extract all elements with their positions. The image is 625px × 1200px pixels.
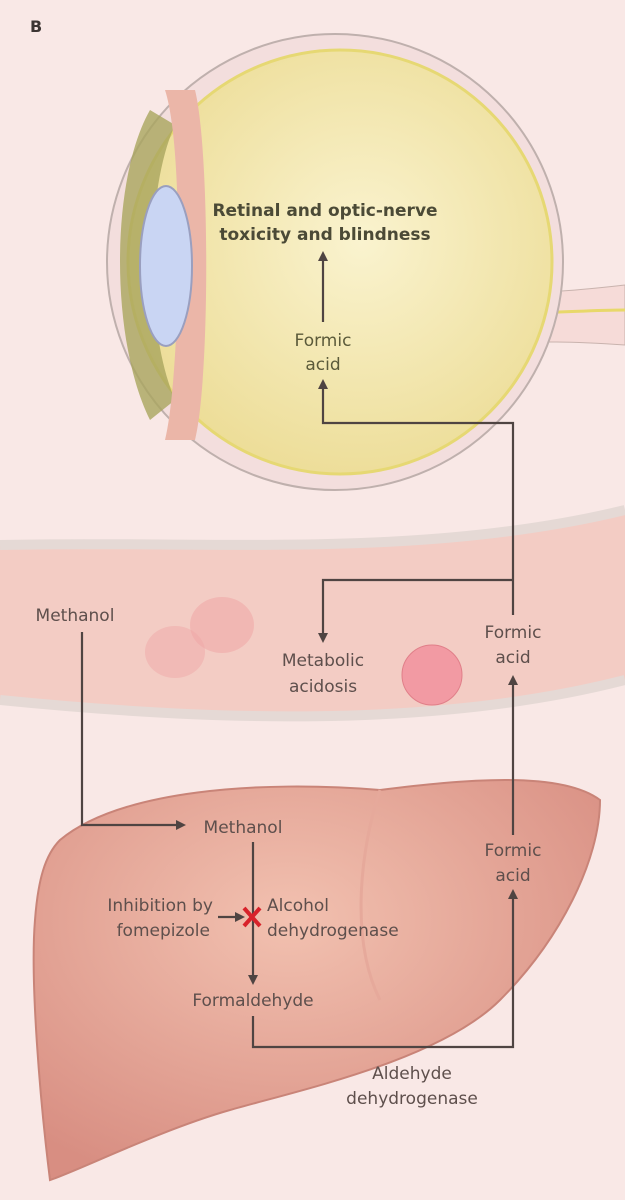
liver-illustration xyxy=(32,779,602,1182)
blood-formic-acid-line1: Formic xyxy=(485,623,542,643)
eye-illustration xyxy=(106,33,625,491)
aldehyde-dehydrogenase-line1: Aldehyde xyxy=(372,1064,452,1084)
inhibition-label-line2: fomepizole xyxy=(117,921,210,941)
eye-formic-acid-line2: acid xyxy=(305,355,340,375)
arrow-formaldehyde-to-formic xyxy=(251,889,518,1049)
arrow-formic-to-acidosis xyxy=(318,578,513,643)
blood-vessel-illustration xyxy=(0,505,625,722)
liver-methanol-label: Methanol xyxy=(204,818,283,838)
inhibition-label-line1: Inhibition by xyxy=(107,896,213,916)
arrow-blood-formic-to-eye xyxy=(318,379,515,615)
aldehyde-dehydrogenase-line2: dehydrogenase xyxy=(346,1089,478,1109)
effect-label-line2: toxicity and blindness xyxy=(219,225,430,245)
arrow-methanol-to-liver xyxy=(80,632,186,830)
alcohol-dehydrogenase-line1: Alcohol xyxy=(267,896,329,916)
alcohol-dehydrogenase-line2: dehydrogenase xyxy=(267,921,399,941)
liver-formic-acid-line2: acid xyxy=(495,866,530,886)
acidosis-label-line1: Metabolic xyxy=(282,651,364,671)
effect-label-line1: Retinal and optic-nerve xyxy=(212,201,437,221)
liver-formic-acid-line1: Formic xyxy=(485,841,542,861)
formaldehyde-label: Formaldehyde xyxy=(192,991,313,1011)
lens xyxy=(139,185,193,347)
blood-methanol-label: Methanol xyxy=(36,606,115,626)
acidosis-label-line2: acidosis xyxy=(289,677,357,697)
blood-formic-acid-line2: acid xyxy=(495,648,530,668)
inhibition-x-icon xyxy=(242,906,262,928)
eye-formic-acid-line1: Formic xyxy=(295,331,352,351)
panel-label: B xyxy=(30,17,42,36)
red-blood-cell xyxy=(401,644,463,706)
